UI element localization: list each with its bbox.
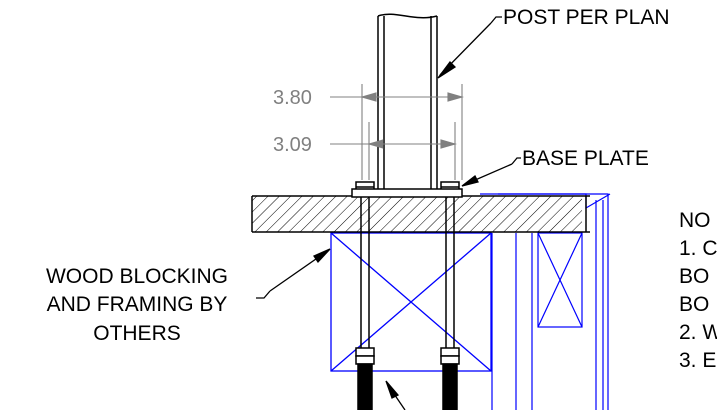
post [377, 13, 438, 189]
dimension-inner-label: 3.09 [273, 134, 312, 156]
notes-block: NO 1. C BO BO 2. W 3. E [679, 209, 717, 372]
dimension-outer-label: 3.80 [273, 87, 312, 109]
dimension-lines [330, 84, 465, 180]
post-label: POST PER PLAN [503, 6, 670, 29]
base-plate [351, 188, 463, 198]
framing-linework [480, 193, 611, 410]
anchor-bolt-left [355, 181, 375, 410]
notes-heading: NO [679, 209, 711, 232]
deck-slab [251, 195, 590, 233]
leader-lines [256, 16, 521, 410]
note-line-3: BO [679, 293, 709, 316]
note-line-2: BO [679, 265, 709, 288]
note-line-4: 2. W [679, 321, 717, 344]
base-plate-label: BASE PLATE [522, 147, 649, 170]
note-line-1: 1. C [679, 237, 717, 260]
wood-blocking [330, 232, 492, 372]
blocking-label-line1: WOOD BLOCKING [46, 265, 228, 288]
note-line-5: 3. E [679, 349, 716, 372]
anchor-bolt-right [440, 181, 460, 410]
blocking-label-line2: AND FRAMING BY [47, 293, 228, 316]
blocking-label-line3: OTHERS [93, 322, 181, 345]
